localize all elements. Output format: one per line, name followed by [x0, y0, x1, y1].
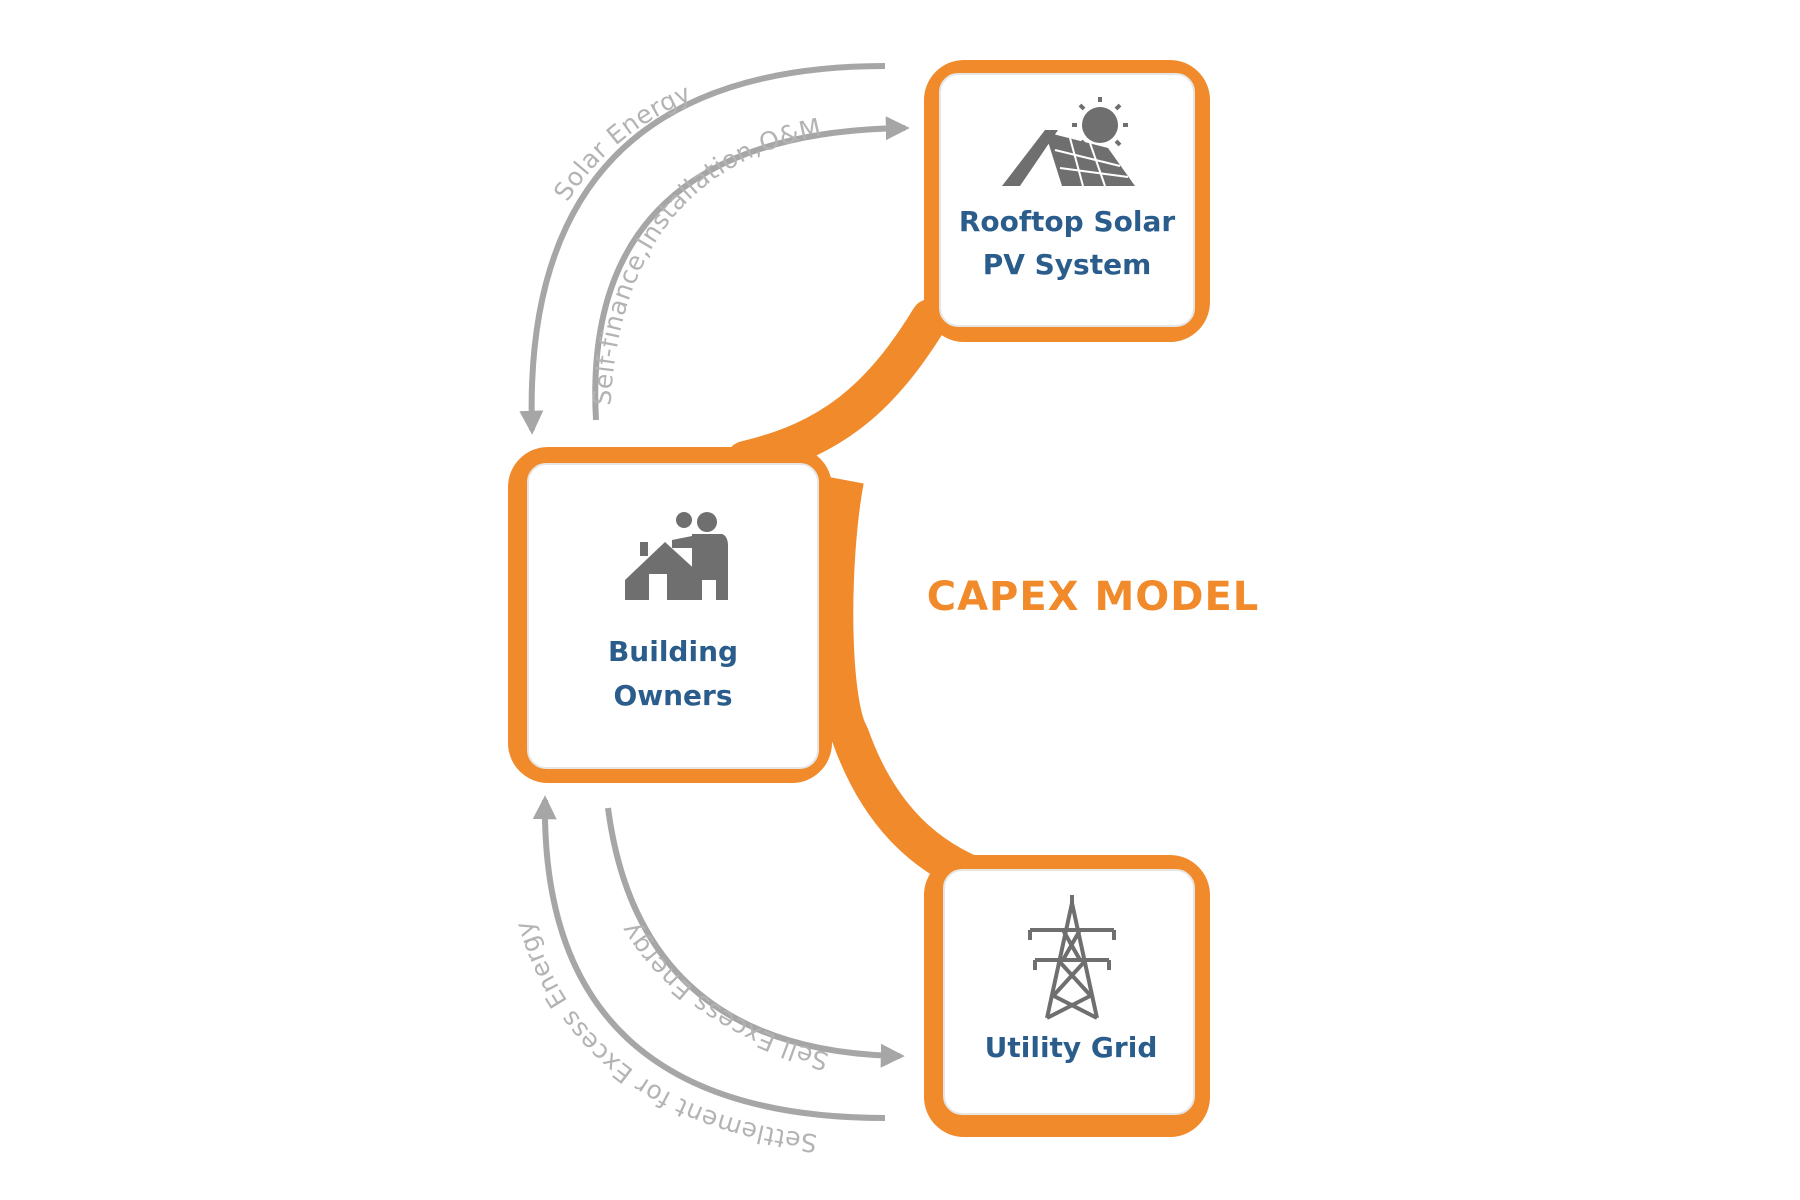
owners-label-line1: Building	[608, 635, 738, 668]
rooftop-label-line1: Rooftop Solar	[959, 205, 1176, 238]
node-building-owners: Building Owners	[508, 447, 832, 783]
rooftop-label-line2: PV System	[983, 248, 1152, 281]
node-utility-grid: Utility Grid	[924, 855, 1210, 1137]
node-rooftop-solar: Rooftop Solar PV System	[924, 60, 1210, 342]
solar-roof-icon	[1002, 97, 1135, 187]
solar-energy-arrow	[519, 63, 886, 435]
building-owner-icon	[625, 512, 728, 600]
model-title: CAPEX MODEL	[927, 574, 1260, 620]
flow-arrows	[519, 63, 910, 1121]
transmission-tower-icon	[1028, 895, 1116, 1020]
self-finance-label: Self-finance,Installation,O&M	[587, 113, 824, 407]
grid-label: Utility Grid	[985, 1031, 1158, 1064]
self-finance-arrow	[592, 116, 910, 421]
owners-label-line2: Owners	[613, 679, 732, 712]
sell-excess-arrow	[605, 807, 905, 1068]
settlement-arrow	[532, 795, 886, 1121]
